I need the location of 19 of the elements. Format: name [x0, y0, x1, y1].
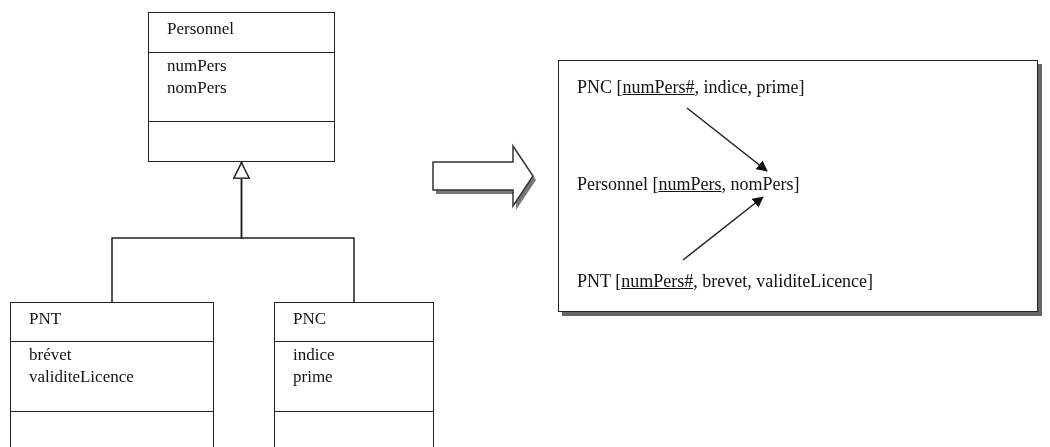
relation-schema: Personnel [numPers, nomPers]: [577, 173, 800, 195]
arrow: [686, 107, 768, 172]
class-box: [148, 12, 335, 162]
attribute: brévet: [29, 344, 73, 366]
class-box: [274, 302, 434, 447]
attribute: indice: [293, 344, 336, 366]
attribute: numPers: [167, 55, 228, 77]
class-name: PNC: [293, 309, 327, 328]
relation-schema: PNT [numPers#, brevet, validiteLicence]: [577, 270, 874, 292]
generalization-line: [233, 161, 355, 303]
block-arrow: [432, 143, 536, 210]
attribute: validiteLicence: [29, 366, 135, 388]
class-name: Personnel: [167, 19, 235, 38]
attribute: nomPers: [167, 77, 228, 99]
relation-schema: PNC [numPers#, indice, prime]: [577, 76, 805, 98]
class-box: [10, 302, 214, 447]
arrow: [682, 196, 764, 261]
attribute: prime: [293, 366, 334, 388]
class-name: PNT: [29, 309, 62, 328]
